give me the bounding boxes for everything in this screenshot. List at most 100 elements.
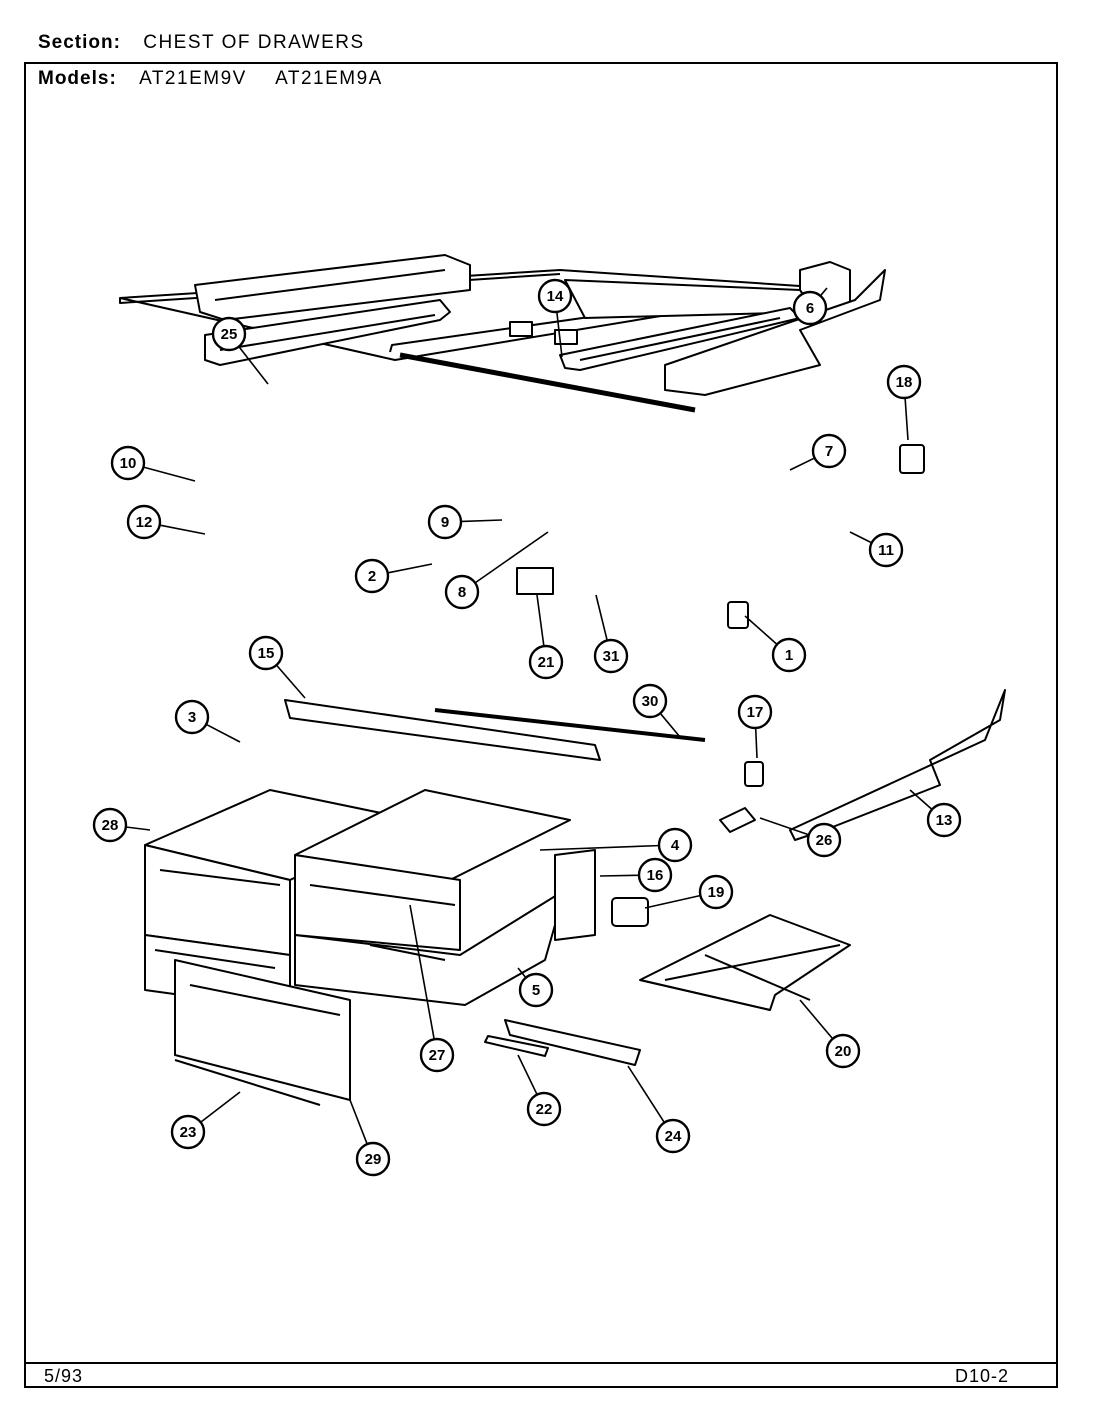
callout-8: 8	[444, 531, 549, 610]
callout-number: 26	[816, 832, 833, 849]
part-bracket	[727, 601, 749, 629]
models-line: Models: AT21EM9V AT21EM9A	[38, 68, 405, 90]
callout-12: 12	[126, 504, 206, 540]
callout-leader-line	[539, 844, 659, 851]
callout-4: 4	[539, 827, 693, 863]
callout-leader-line	[517, 967, 526, 978]
part-clip	[611, 897, 649, 927]
callout-number: 23	[180, 1124, 197, 1141]
part-panel	[554, 849, 596, 941]
callout-leader-line	[126, 826, 151, 831]
callout-18: 18	[886, 364, 922, 441]
callout-leader-line	[744, 615, 777, 645]
callout-30: 30	[632, 683, 681, 738]
callout-leader-line	[789, 457, 815, 471]
callout-leader-line	[200, 1091, 241, 1123]
callout-number: 14	[547, 288, 564, 305]
callout-9: 9	[427, 504, 503, 540]
part-rod	[434, 708, 706, 742]
callout-leader-line	[461, 519, 503, 523]
callout-number: 16	[647, 867, 664, 884]
callout-circle	[211, 316, 247, 352]
model-number: AT21EM9A	[275, 68, 383, 89]
callout-6: 6	[792, 287, 828, 326]
callout-circle	[526, 1091, 562, 1127]
callout-number: 9	[441, 514, 449, 531]
callout-circle	[518, 972, 554, 1008]
callout-number: 5	[532, 982, 540, 999]
callout-circle	[354, 558, 390, 594]
callout-leader-line	[206, 724, 241, 743]
callout-number: 12	[136, 514, 153, 531]
callout-5: 5	[517, 967, 554, 1008]
callout-31: 31	[593, 594, 629, 674]
callout-number: 30	[642, 693, 659, 710]
part-bracket	[744, 761, 764, 787]
footer-page-number: D10-2	[955, 1366, 1010, 1386]
callout-circle	[248, 635, 284, 671]
callout-circle	[170, 1114, 206, 1150]
part-clip	[554, 329, 578, 345]
callout-number: 31	[603, 648, 620, 665]
part-drawer-lower	[294, 889, 566, 1006]
callout-circle	[593, 638, 629, 674]
callout-number: 6	[806, 300, 814, 317]
callout-leader-line	[409, 904, 435, 1039]
part-side-rail	[789, 689, 1006, 841]
part-bracket	[899, 444, 925, 474]
callout-leader-line	[799, 999, 833, 1039]
section-line: Section: CHEST OF DRAWERS	[38, 32, 365, 54]
callout-21: 21	[528, 594, 564, 680]
callout-circle	[110, 445, 146, 481]
model-number: AT21EM9V	[139, 68, 247, 89]
callout-circle	[868, 532, 904, 568]
parts-artwork	[119, 254, 1006, 1106]
callout-leader-line	[475, 531, 549, 583]
callout-circle	[355, 1141, 391, 1177]
callout-25: 25	[211, 316, 269, 385]
callout-23: 23	[170, 1091, 241, 1150]
part-slide-small	[484, 1035, 549, 1057]
callout-leader-line	[759, 817, 809, 836]
callout-circle	[444, 574, 480, 610]
models-label: Models:	[38, 68, 117, 89]
part-trim	[174, 1059, 321, 1106]
callout-circle	[811, 433, 847, 469]
callout-leader-line	[595, 594, 608, 640]
callout-20: 20	[799, 999, 861, 1069]
callout-number: 7	[825, 443, 833, 460]
callout-number: 3	[188, 709, 196, 726]
callout-14: 14	[537, 278, 573, 358]
callout-circle	[825, 1033, 861, 1069]
callout-circle	[92, 807, 128, 843]
callout-number: 15	[258, 645, 275, 662]
callout-number: 4	[671, 837, 680, 854]
part-drawer-frame	[639, 914, 851, 1011]
callout-3: 3	[174, 699, 241, 743]
callout-number: 1	[785, 647, 793, 664]
callout-15: 15	[248, 635, 306, 699]
footer-date: 5/93	[44, 1366, 84, 1386]
callout-leader-line	[276, 665, 306, 699]
callout-number: 17	[747, 704, 764, 721]
callout-leader-line	[644, 894, 700, 909]
callout-circle	[792, 290, 828, 326]
callout-number: 21	[538, 654, 555, 671]
callout-leader-line	[144, 466, 196, 482]
callout-2: 2	[354, 558, 433, 594]
callout-circle	[632, 683, 668, 719]
callout-leader-line	[238, 346, 269, 385]
callout-13: 13	[909, 789, 962, 838]
callout-7: 7	[789, 433, 847, 471]
callout-circle	[886, 364, 922, 400]
callout-leader-line	[627, 1065, 665, 1123]
callout-leader-line	[660, 713, 681, 738]
callout-circle	[537, 278, 573, 314]
callout-29: 29	[349, 1099, 391, 1177]
callout-circle	[698, 874, 734, 910]
callout-leader-line	[904, 398, 909, 441]
callout-17: 17	[737, 694, 773, 759]
callout-26: 26	[759, 817, 842, 858]
